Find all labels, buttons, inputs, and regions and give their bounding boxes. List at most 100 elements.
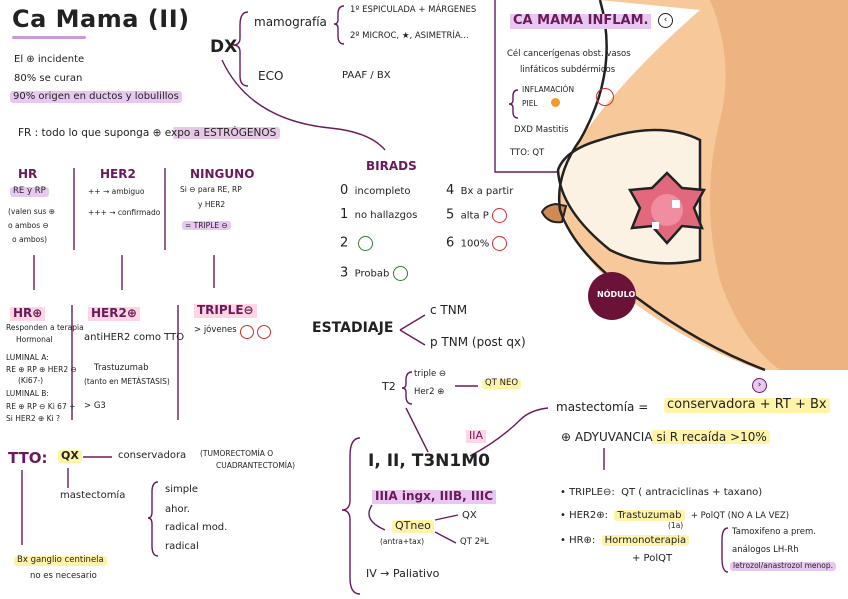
hr-pos-line-4: RE ⊕ RP ⊕ HER2 ⊖	[6, 365, 77, 374]
right-formula: conservadora + RT + Bx	[664, 397, 830, 413]
right-her2-sub: (1a)	[668, 521, 684, 530]
right-adyuvancia: ⊕ ADYUVANCIA si R recaída >10%	[558, 430, 770, 445]
happy-face-icon	[392, 266, 408, 281]
birads-item-3: 3 Probab	[340, 266, 408, 281]
triple-neg-line-1: > jóvenes	[194, 325, 237, 335]
hr-pos-line-3: LUMINAL A:	[6, 353, 49, 362]
tto-conservadora: conservadora	[118, 450, 187, 461]
her2-title: HER2	[100, 167, 136, 181]
her2-line-2: +++ → confirmado	[88, 208, 161, 217]
right-hr: • HR⊕: Hormonoterapia	[560, 535, 690, 547]
right-her2: • HER2⊕: Trastuzumab + PolQT (NO A LA VE…	[560, 510, 790, 521]
birads-item-0: 0 incompleto	[340, 183, 410, 199]
mamo-label: mamografía	[254, 15, 327, 29]
stage-antra: (antra+tax)	[380, 537, 425, 546]
sad-faces-icon	[240, 325, 272, 339]
inflam-title: CA MAMA INFLAM.	[510, 13, 652, 29]
risk-factors: FR : todo lo que suponga ⊕ expo a ESTRÓG…	[14, 127, 281, 139]
right-her2-value: Trastuzumab	[614, 510, 685, 521]
intro-line-1: El ⊕ incidente	[14, 54, 85, 65]
birads-item-4-text: Bx a partir	[460, 186, 514, 197]
birads-item-1-text: no hallazgos	[354, 210, 418, 221]
inflam-line-2: linfáticos subdérmicos	[520, 65, 616, 75]
hr-pos-line-8: Si HER2 ⊕ Ki ?	[6, 414, 61, 423]
her2-pos-title: HER2⊕	[88, 306, 140, 321]
birads-item-6-num: 6	[446, 235, 455, 251]
inflam-dxd: DXD Mastitis	[514, 125, 569, 135]
birads-item-6-text: 100%	[460, 238, 490, 250]
tto-opt-2: ahor.	[165, 504, 190, 515]
her2-pos-line-2: Trastuzumab	[94, 363, 149, 373]
tto-conservadora-note-1: (TUMORECTOMÍA O	[200, 449, 274, 458]
her2-pos-line-4: > G3	[84, 401, 106, 411]
birads-item-5-text: alta P	[460, 210, 489, 222]
birads-title: BIRADS	[366, 159, 417, 173]
birads-item-1-num: 1	[340, 207, 349, 222]
tto-bx-1: Bx ganglio centinela	[14, 555, 107, 566]
ninguno-title: NINGUNO	[190, 167, 255, 181]
t2-label: T2	[382, 380, 396, 393]
right-tamox-2: análogos LH-Rh	[732, 545, 799, 555]
inflam-line-3: INFLAMACIÓN	[522, 85, 575, 94]
ninguno-line-3-text: = TRIPLE ⊖	[182, 221, 231, 230]
hr-line-2: (valen sus ⊕	[8, 207, 56, 216]
stage-qtneo: QTneo	[392, 519, 434, 533]
right-hr-label: HR⊕:	[569, 535, 596, 546]
tto-opt-3: radical mod.	[165, 522, 228, 533]
her2-pos-line-1: antiHER2 como TTO	[84, 332, 185, 343]
tto-mastectomia: mastectomía	[60, 490, 126, 501]
birads-item-4-num: 4	[446, 183, 455, 198]
right-tamox-3: letrozol/anastrozol menop.	[730, 561, 836, 571]
estadiaje-ctnm: c TNM	[430, 303, 468, 317]
nodulo-label: NÓDULO	[597, 290, 636, 299]
happy-face-icon	[357, 236, 373, 251]
hr-pos-line-2: Hormonal	[16, 335, 53, 344]
t2-line-1: triple ⊖	[414, 369, 446, 379]
eco-label: ECO	[258, 69, 284, 83]
right-hr-tail: + PolQT	[632, 553, 673, 564]
sad-face-icon	[492, 236, 508, 251]
birads-item-0-num: 0	[340, 183, 349, 198]
stage-iia: IIA	[466, 429, 487, 443]
right-tamox-1: Tamoxifeno a prem.	[732, 527, 816, 537]
intro-line-2: 80% se curan	[14, 73, 83, 84]
birads-item-5: 5 alta P	[446, 208, 507, 223]
right-triple: • TRIPLE⊖: QT ( antraciclinas + taxano)	[560, 487, 763, 498]
tto-opt-1: simple	[165, 484, 199, 495]
birads-item-2: 2	[340, 236, 373, 251]
t2-line-2: Her2 ⊕	[414, 387, 445, 397]
title-underline	[12, 36, 86, 39]
sad-face-icon	[596, 88, 614, 106]
inflam-tto: TTO: QT	[510, 148, 545, 158]
stage-iiia: IIIA ingx, IIIB, IIIC	[372, 489, 497, 504]
triple-neg-title: TRIPLE⊖	[194, 303, 257, 318]
birads-item-6: 6 100%	[446, 235, 508, 251]
hr-pos-line-1: Responden a terapia	[6, 323, 84, 332]
page-title: Ca Mama (II)	[12, 5, 190, 33]
hr-title: HR	[18, 167, 38, 181]
stage-iv: IV → Paliativo	[366, 567, 440, 580]
right-mastectomia: mastectomía =	[556, 400, 649, 414]
hr-pos-line-5: (Ki67-)	[18, 376, 44, 385]
right-hr-value: Hormonoterapia	[601, 535, 690, 546]
tto-label: TTO:	[8, 449, 48, 467]
mamo-1: 1º ESPICULADA + MÁRGENES	[350, 5, 477, 15]
hr-pos-line-6: LUMINAL B:	[6, 389, 49, 398]
stage-qt2l: QT 2ªL	[460, 537, 489, 547]
mamo-2: 2º MICROC, ★, ASIMETRÍA...	[350, 31, 469, 41]
inflam-line-4: PIEL	[522, 99, 538, 108]
intro-line-3: 90% origen en ductos y lobulillos	[10, 91, 182, 103]
right-triple-label: TRIPLE⊖:	[569, 487, 615, 498]
orange-icon	[551, 98, 560, 107]
right-her2-label: HER2⊕:	[569, 510, 608, 521]
hr-line-3: o ambos ⊖	[8, 221, 49, 230]
birads-item-1: 1 no hallazgos	[340, 207, 418, 223]
tto-qx: QX	[58, 449, 82, 463]
birads-item-5-num: 5	[446, 207, 455, 223]
birads-item-4: 4 Bx a partir	[446, 183, 514, 199]
ninguno-line-1: Si ⊖ para RE, RP	[180, 185, 242, 194]
stage-main: I, II, T3N1M0	[368, 451, 490, 471]
ninguno-line-2: y HER2	[198, 200, 226, 209]
right-her2-tail: + PolQT (NO A LA VEZ)	[690, 511, 790, 521]
right-triple-value: QT ( antraciclinas + taxano)	[621, 487, 763, 498]
